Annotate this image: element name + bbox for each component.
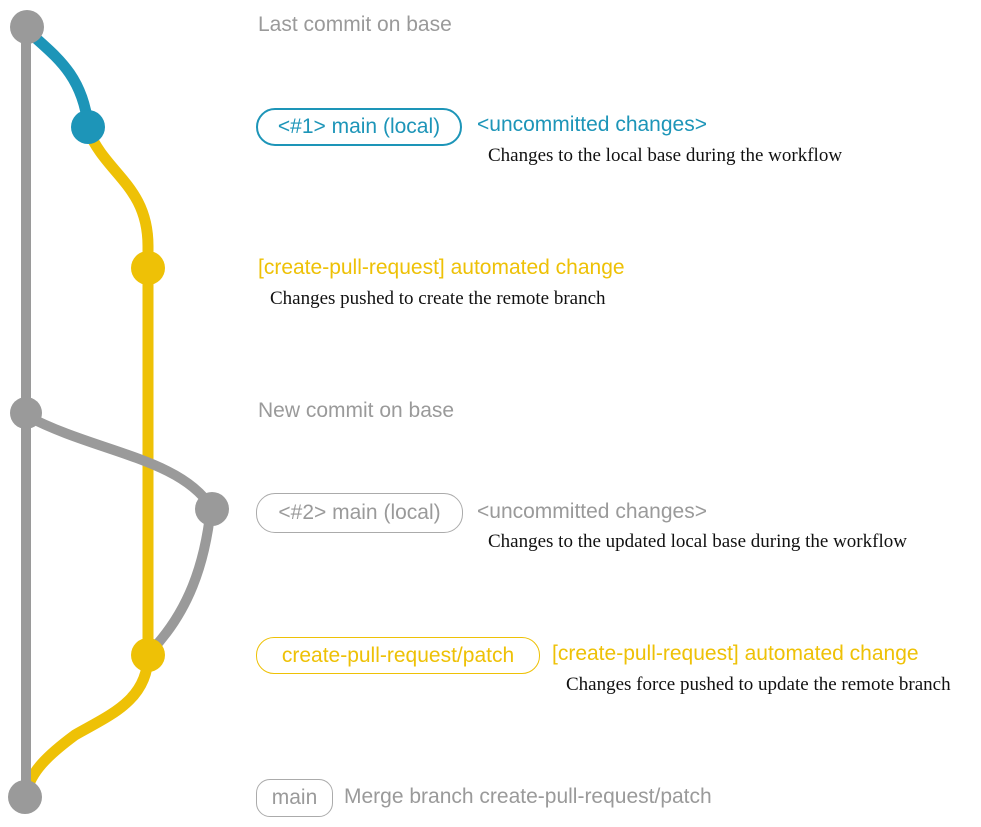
branch-badge-main-local-1: <#1> main (local): [256, 108, 462, 146]
uncommitted-changes-title-2: <uncommitted changes>: [477, 500, 707, 523]
patch-branch-line: [20, 124, 154, 800]
commit-dot-patch-1: [131, 251, 165, 285]
uncommitted-changes-title-1: <uncommitted changes>: [477, 113, 707, 136]
new-commit-label: New commit on base: [258, 399, 455, 422]
automated-change-title-1: [create-pull-request] automated change: [258, 256, 625, 279]
commit-dot-local-main-1: [71, 110, 105, 144]
branch-badge-label: <#1> main (local): [277, 115, 441, 138]
branch-badge-label: create-pull-request/patch: [281, 643, 515, 667]
local-main-branch-segment: [21, 24, 94, 131]
uncommitted-changes-description-2: Changes to the updated local base during…: [488, 531, 907, 552]
branch-badge-main-local-2: <#2> main (local): [256, 493, 463, 533]
commit-dot-merge: [8, 780, 42, 814]
automated-change-description-2: Changes force pushed to update the remot…: [566, 674, 951, 695]
commit-dot-patch-2: [131, 638, 165, 672]
branch-badge-label: main: [271, 786, 318, 809]
commit-dot-base-new: [10, 397, 42, 429]
automated-change-title-2: [create-pull-request] automated change: [552, 642, 919, 665]
last-commit-label: Last commit on base: [258, 13, 452, 36]
commit-dot-base-top: [10, 10, 44, 44]
merge-commit-label: Merge branch create-pull-request/patch: [344, 785, 712, 808]
automated-change-description-1: Changes pushed to create the remote bran…: [270, 288, 606, 309]
branch-badge-label: <#2> main (local): [278, 501, 441, 524]
branch-graph: [8, 10, 229, 814]
commit-dot-local-main-2: [195, 492, 229, 526]
base-update-curve: [22, 411, 217, 656]
branch-badge-main: main: [256, 779, 333, 817]
uncommitted-changes-description-1: Changes to the local base during the wor…: [488, 145, 843, 166]
branch-badge-patch: create-pull-request/patch: [256, 637, 540, 674]
